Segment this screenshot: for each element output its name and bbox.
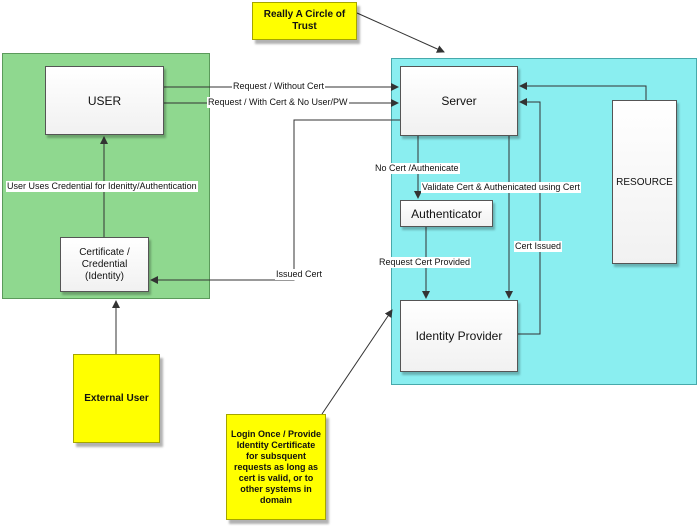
edge-cert-issued	[518, 98, 541, 335]
certificate-node: Certificate / Credential (Identity)	[60, 237, 149, 292]
user-node: USER	[45, 66, 164, 135]
label-no-cert-authenticate: No Cert /Authenicate	[374, 163, 460, 174]
authenticator-node: Authenticator	[400, 200, 493, 227]
label-request-without-cert: Request / Without Cert	[232, 81, 326, 92]
edge-resource-to-server	[519, 82, 647, 100]
edge-issued-cert	[150, 119, 400, 284]
label-cert-issued: Cert Issued	[514, 241, 563, 252]
server-node: Server	[400, 66, 518, 136]
edge-trust-note	[356, 12, 445, 53]
label-request-with-cert: Request / With Cert & No User/PW	[207, 97, 349, 108]
trust-note: Really A Circle of Trust	[252, 2, 357, 40]
resource-node: RESOURCE	[612, 100, 677, 264]
login-once-note: Login Once / Provide Identity Certificat…	[226, 414, 326, 520]
label-validate-cert: Validate Cert & Authenicated using Cert	[421, 182, 581, 193]
external-user-note: External User	[73, 354, 160, 443]
label-user-uses-credential: User Uses Credential for Idenitty/Authen…	[6, 181, 198, 192]
label-request-cert-provided: Request Cert Provided	[378, 257, 472, 268]
label-issued-cert: Issued Cert	[275, 269, 324, 280]
identity-provider-node: Identity Provider	[400, 300, 518, 372]
edge-login-note	[321, 309, 393, 415]
